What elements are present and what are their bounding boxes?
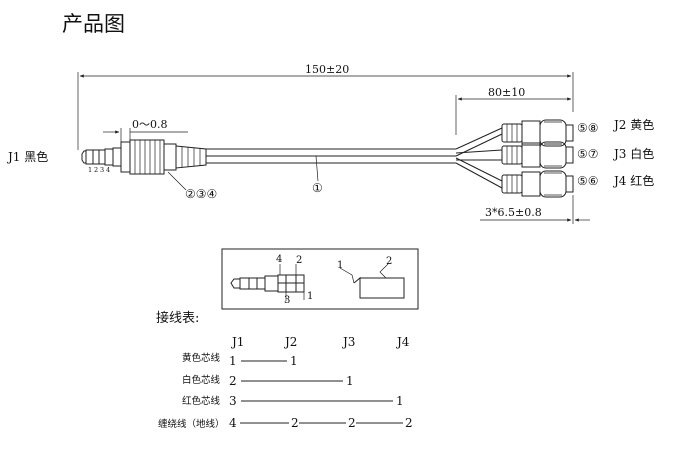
pin-label-1: 1 [88, 166, 92, 174]
j2-parts-callout: ⑤⑧ [577, 121, 599, 135]
plug-parts-callout: ②③④ [185, 187, 217, 201]
drawing-title: 产品图 [62, 12, 125, 36]
table-header-j4: J4 [395, 335, 410, 349]
plug-offset-dimension: 0～0.8 [103, 118, 188, 160]
pin-label-3: 3 [100, 166, 104, 174]
branch-length-label: 80±10 [488, 86, 525, 99]
detail-rca-callout-1: 1 [337, 260, 343, 271]
j4-label: J4 红色 [612, 173, 654, 188]
detail-callout-2: 2 [296, 255, 302, 266]
row2-j3: 1 [346, 374, 354, 388]
pin-label-4: 4 [106, 166, 110, 174]
rca-spacing-dimension: 3*6.5±0.8 [480, 195, 590, 224]
detail-callout-4: 4 [276, 254, 282, 265]
detail-view: 4 2 3 1 1 2 [221, 248, 419, 310]
j4-parts-callout: ⑤⑥ [577, 174, 599, 188]
cable [206, 127, 503, 189]
detail-callout-1: 1 [307, 291, 313, 302]
row3-j1: 3 [229, 394, 237, 408]
j1-plug: 1 2 3 4 [81, 139, 207, 175]
branch-length-dimension: 80±10 [455, 86, 572, 135]
row1-j1: 1 [229, 354, 237, 368]
j3-parts-callout: ⑤⑦ [577, 147, 599, 161]
row-label-ground: 缠绕线（地线） [158, 418, 225, 430]
j1-label: J1 黑色 [6, 150, 48, 164]
table-header-j3: J3 [341, 335, 355, 349]
wiring-table-title: 接线表: [156, 310, 199, 326]
wiring-table: 接线表: J1 J2 J3 J4 黄色芯线 1 1 白色芯线 2 1 红色芯线 … [156, 310, 413, 430]
detail-callout-3: 3 [284, 295, 290, 306]
row4-j2: 2 [291, 416, 299, 430]
row4-j4: 2 [405, 416, 413, 430]
row-label-yellow: 黄色芯线 [182, 352, 221, 364]
rca-spacing-label: 3*6.5±0.8 [485, 206, 542, 219]
table-header-j2: J2 [283, 335, 297, 349]
row3-j4: 1 [396, 394, 404, 408]
row-label-red: 红色芯线 [182, 395, 221, 407]
overall-length-label: 150±20 [305, 63, 349, 76]
overall-length-dimension: 150±20 [77, 63, 574, 150]
rca-connector-j3 [501, 141, 574, 169]
cable-part-callout: ① [312, 181, 323, 195]
plug-offset-label: 0～0.8 [132, 118, 168, 131]
table-header-j1: J1 [230, 335, 244, 349]
row2-j1: 2 [229, 374, 237, 388]
j3-label: J3 白色 [612, 146, 654, 161]
detail-rca-callout-2: 2 [386, 256, 392, 267]
rca-connector-j4 [501, 170, 574, 198]
row4-j1: 4 [229, 416, 237, 430]
j2-label: J2 黄色 [612, 118, 654, 132]
row-label-white: 白色芯线 [182, 374, 221, 386]
row4-j3: 2 [348, 416, 356, 430]
row1-j2: 1 [290, 354, 298, 368]
pin-label-2: 2 [94, 166, 98, 174]
